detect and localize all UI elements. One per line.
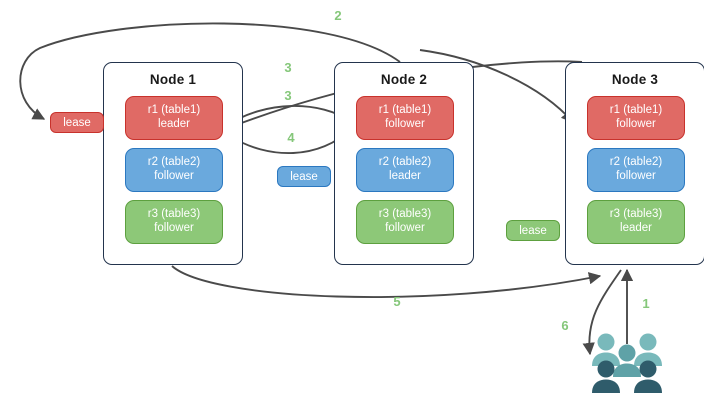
node-container-node2: Node 2 r1 (table1) follower r2 (table2) … <box>334 62 474 265</box>
people-group-icon <box>592 333 662 393</box>
replica-name: r1 (table1) <box>609 104 663 117</box>
step-label-3b: 3 <box>284 88 292 103</box>
step-label-6: 6 <box>561 318 569 333</box>
step-label-4: 4 <box>287 130 295 145</box>
replica-name: r1 (table1) <box>378 104 432 117</box>
replica-r3[interactable]: r3 (table3) leader <box>587 200 685 244</box>
arrow-step-5 <box>171 265 602 298</box>
replica-name: r3 (table3) <box>378 208 432 221</box>
replica-name: r2 (table2) <box>378 156 432 169</box>
replica-role: follower <box>154 170 194 182</box>
replica-role: leader <box>158 118 190 130</box>
replica-r3[interactable]: r3 (table3) follower <box>125 200 223 244</box>
step-label-5: 5 <box>393 294 401 309</box>
replica-r1[interactable]: r1 (table1) leader <box>125 96 223 140</box>
replica-name: r3 (table3) <box>147 208 201 221</box>
node-container-node3: Node 3 r1 (table1) follower r2 (table2) … <box>565 62 704 265</box>
node-container-node1: Node 1 r1 (table1) leader r2 (table2) fo… <box>103 62 243 265</box>
replica-role: follower <box>154 222 194 234</box>
step-label-1: 1 <box>642 296 650 311</box>
lease-badge-r3[interactable]: lease <box>506 220 560 241</box>
lease-badge-r1[interactable]: lease <box>50 112 104 133</box>
node-title: Node 3 <box>611 72 659 87</box>
replica-name: r1 (table1) <box>147 104 201 117</box>
replica-r1[interactable]: r1 (table1) follower <box>587 96 685 140</box>
replica-name: r2 (table2) <box>147 156 201 169</box>
node-title: Node 2 <box>380 72 428 87</box>
replica-role: follower <box>616 118 656 130</box>
replica-r3[interactable]: r3 (table3) follower <box>356 200 454 244</box>
step-label-3a: 3 <box>284 60 292 75</box>
replica-role: follower <box>385 222 425 234</box>
step-label-2: 2 <box>334 8 342 23</box>
replica-name: r2 (table2) <box>609 156 663 169</box>
lease-badge-r2[interactable]: lease <box>277 166 331 187</box>
replica-role: leader <box>620 222 652 234</box>
replica-role: follower <box>385 118 425 130</box>
node-title: Node 1 <box>149 72 197 87</box>
replica-r2[interactable]: r2 (table2) follower <box>587 148 685 192</box>
replica-name: r3 (table3) <box>609 208 663 221</box>
replica-r2[interactable]: r2 (table2) leader <box>356 148 454 192</box>
replica-role: follower <box>616 170 656 182</box>
replica-role: leader <box>389 170 421 182</box>
replica-r1[interactable]: r1 (table1) follower <box>356 96 454 140</box>
replica-r2[interactable]: r2 (table2) follower <box>125 148 223 192</box>
